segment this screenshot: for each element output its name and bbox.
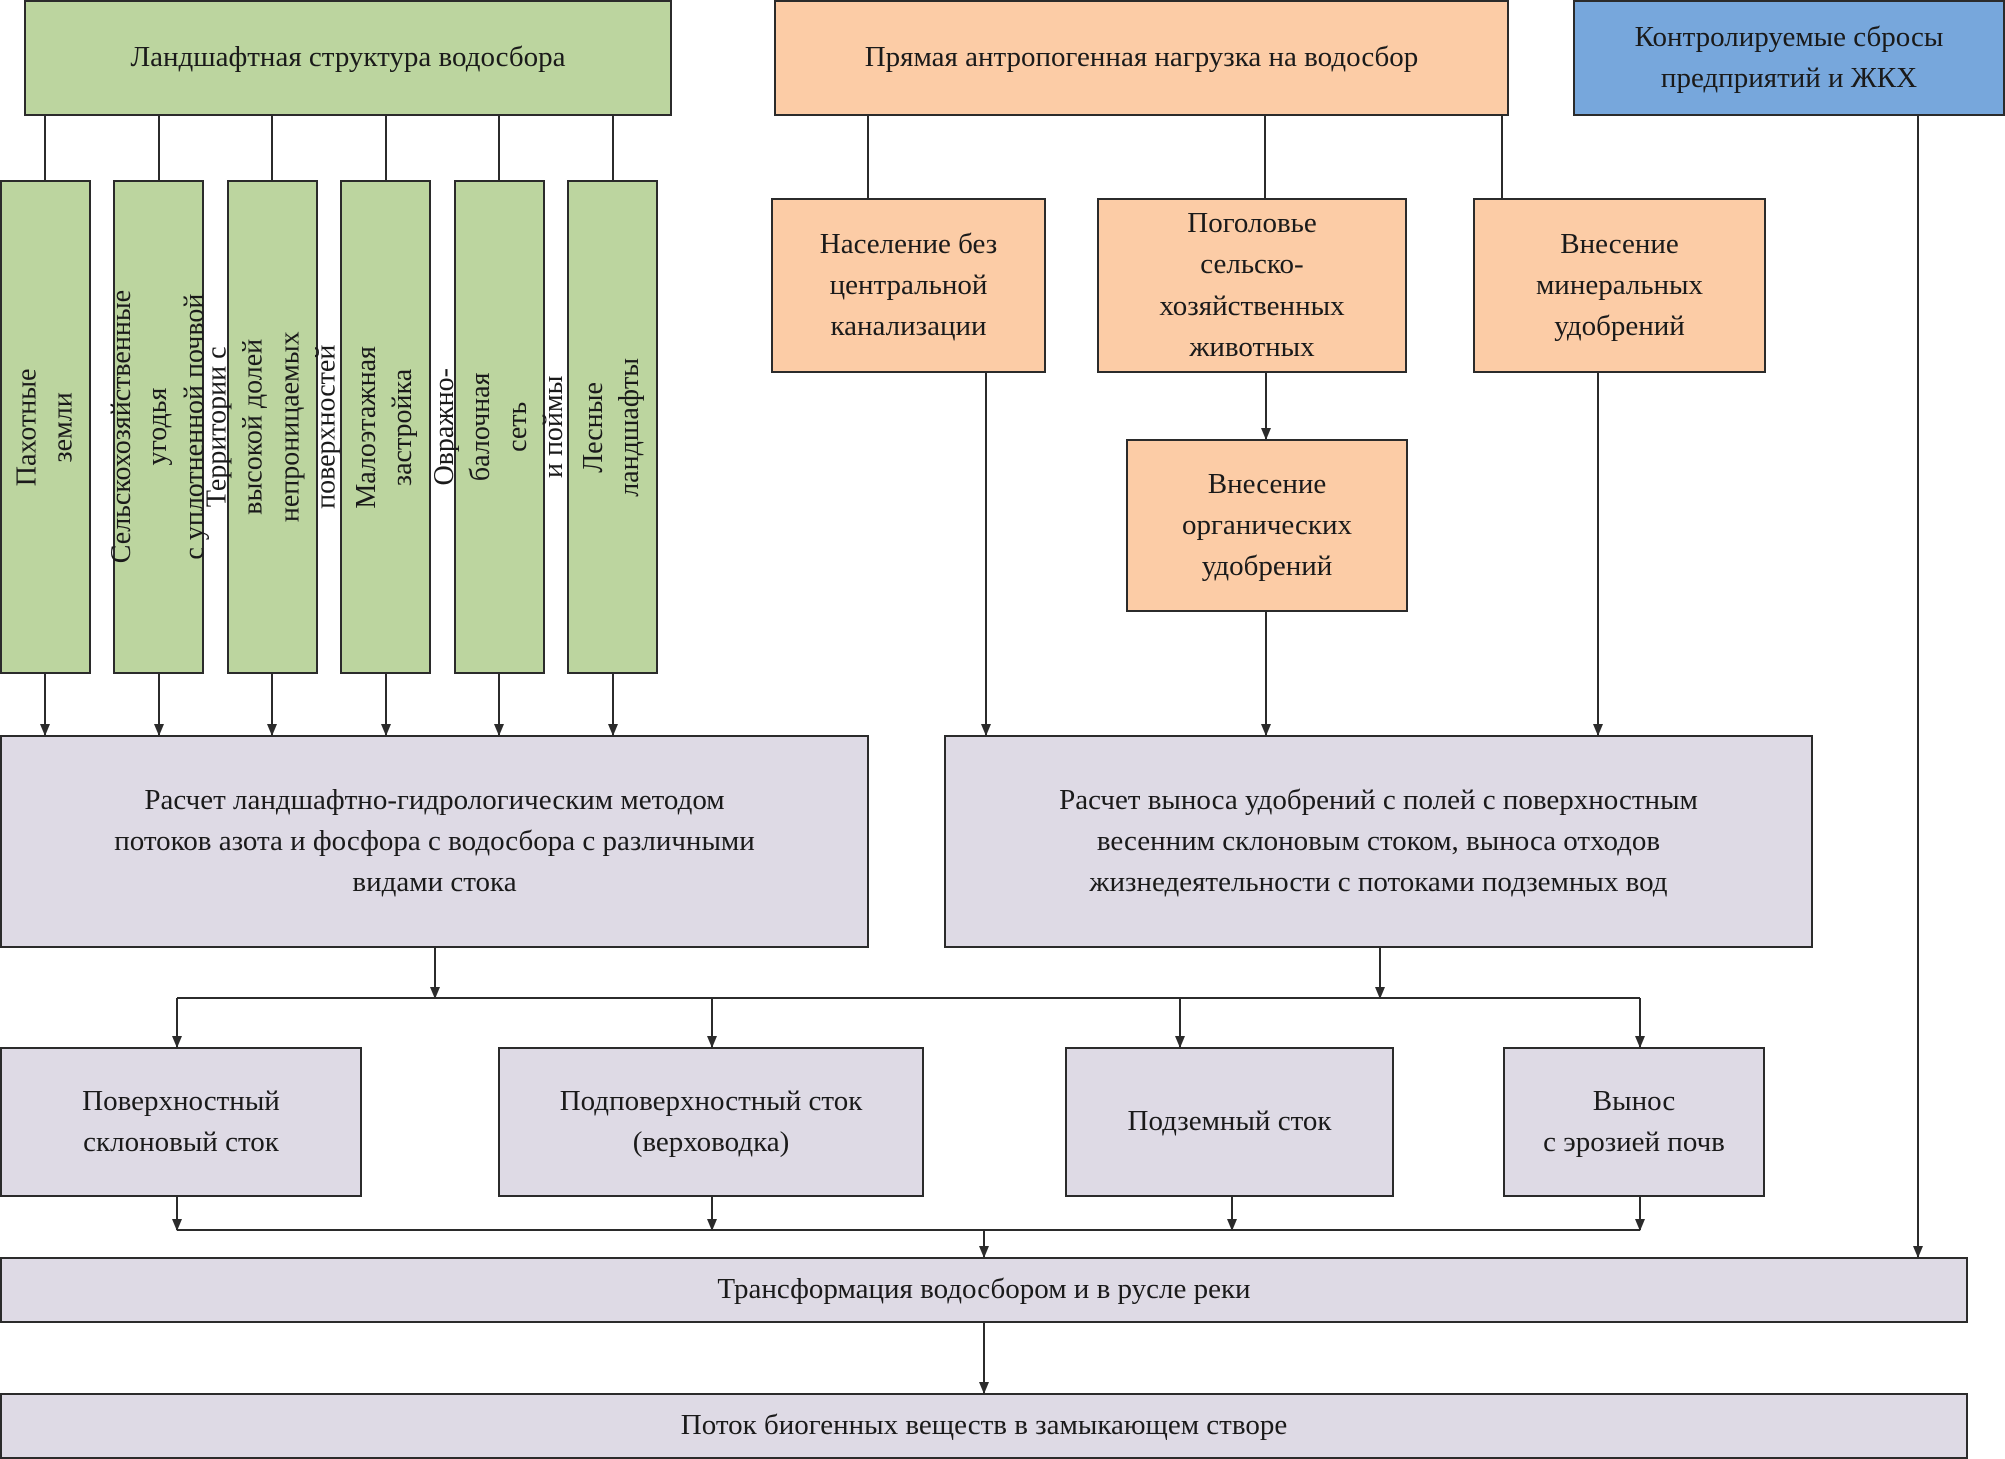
controlled-discharges-box: Контролируемые сбросы предприятий и ЖКХ <box>1573 0 2005 116</box>
fertilizer-removal-calculation-box: Расчет выноса удобрений с полей с поверх… <box>944 735 1813 948</box>
landscape-method-calculation-label: Расчет ландшафтно-гидрологическим методо… <box>114 783 755 899</box>
organic-fertilizers-box: Внесение органических удобрений <box>1126 439 1408 612</box>
mineral-fertilizers-label: Внесение минеральных удобрений <box>1535 227 1704 343</box>
landscape-structure-label: Ландшафтная структура водосбора <box>130 41 566 74</box>
fertilizer-removal-calculation-label: Расчет выноса удобрений с полей с поверх… <box>1059 783 1698 899</box>
organic-fertilizers-label: Внесение органических удобрений <box>1182 467 1352 583</box>
groundwater-runoff-box: Подземный сток <box>1065 1047 1394 1197</box>
landscape-type-compacted-farmland: Сельскохозяйственные угодья с уплотненно… <box>106 180 210 674</box>
landscape-type-label: Территории с высокой долей непроницаемых… <box>201 331 342 523</box>
landscape-type-label: Сельскохозяйственные угодья с уплотненно… <box>105 290 210 564</box>
landscape-type-label: Лесные ландшафты <box>578 357 646 497</box>
landscape-type-label: Пахотные земли <box>11 368 79 486</box>
transformation-label: Трансформация водосбором и в русле реки <box>717 1273 1251 1306</box>
livestock-box: Поголовье сельско- хозяйственных животны… <box>1097 198 1407 373</box>
population-no-sewerage-label: Население без центральной канализации <box>819 227 998 343</box>
soil-erosion-label: Вынос с эрозией почв <box>1543 1084 1725 1158</box>
surface-runoff-box: Поверхностный склоновый сток <box>0 1047 362 1197</box>
landscape-type-low-rise: Малоэтажная застройка <box>340 180 431 674</box>
biogenic-flow-output-box: Поток биогенных веществ в замыкающем ств… <box>0 1393 1968 1459</box>
soil-erosion-box: Вынос с эрозией почв <box>1503 1047 1765 1197</box>
transformation-box: Трансформация водосбором и в русле реки <box>0 1257 1968 1323</box>
groundwater-runoff-label: Подземный сток <box>1127 1105 1332 1138</box>
landscape-type-arable: Пахотные земли <box>0 180 91 674</box>
landscape-type-label: Овражно-балочная сеть и поймы <box>428 368 569 486</box>
biogenic-flow-output-label: Поток биогенных веществ в замыкающем ств… <box>680 1409 1288 1442</box>
landscape-structure-box: Ландшафтная структура водосбора <box>24 0 672 116</box>
landscape-method-calculation-box: Расчет ландшафтно-гидрологическим методо… <box>0 735 869 948</box>
population-no-sewerage-box: Население без центральной канализации <box>771 198 1046 373</box>
subsurface-runoff-label: Подповерхностный сток (верховодка) <box>559 1084 863 1158</box>
landscape-type-impervious: Территории с высокой долей непроницаемых… <box>202 180 342 674</box>
surface-runoff-label: Поверхностный склоновый сток <box>82 1084 280 1158</box>
anthropogenic-load-box: Прямая антропогенная нагрузка на водосбо… <box>774 0 1509 116</box>
anthropogenic-load-label: Прямая антропогенная нагрузка на водосбо… <box>864 41 1419 74</box>
livestock-label: Поголовье сельско- хозяйственных животны… <box>1159 207 1345 363</box>
landscape-type-forest: Лесные ландшафты <box>567 180 658 674</box>
mineral-fertilizers-box: Внесение минеральных удобрений <box>1473 198 1766 373</box>
controlled-discharges-label: Контролируемые сбросы предприятий и ЖКХ <box>1634 20 1944 94</box>
subsurface-runoff-box: Подповерхностный сток (верховодка) <box>498 1047 924 1197</box>
landscape-type-label: Малоэтажная застройка <box>351 345 419 509</box>
landscape-type-ravines: Овражно-балочная сеть и поймы <box>429 180 569 674</box>
